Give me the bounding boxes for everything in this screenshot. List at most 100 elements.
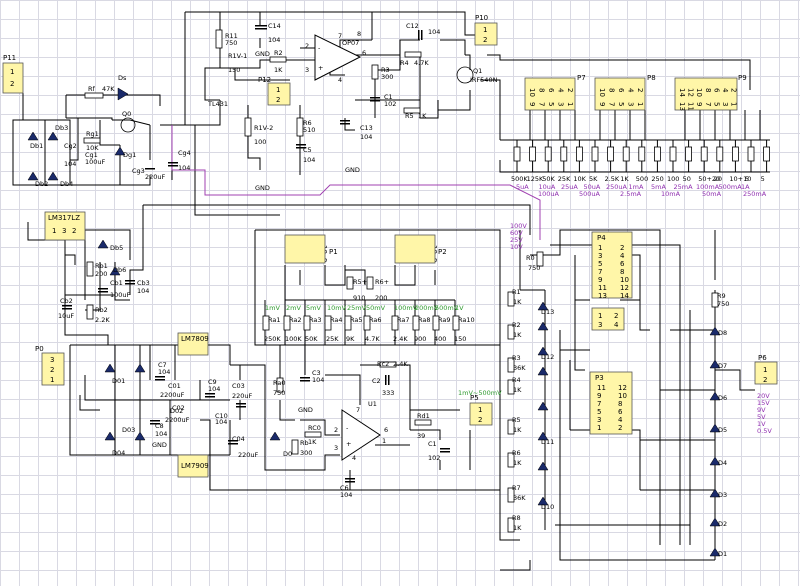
svg-text:C10: C10 bbox=[215, 412, 228, 420]
ra-range: 200mV bbox=[415, 304, 439, 312]
p4-pin: 2 bbox=[620, 244, 624, 252]
r-name: R7 bbox=[512, 484, 521, 492]
transistor-q0: Q0 bbox=[120, 110, 136, 133]
resistor-ra3 bbox=[303, 315, 311, 331]
svg-text:8: 8 bbox=[357, 30, 361, 38]
p3-pin: 8 bbox=[618, 400, 622, 408]
p-small-connector bbox=[591, 307, 625, 331]
led-ds bbox=[117, 87, 129, 101]
svg-text:C3: C3 bbox=[312, 369, 321, 377]
svg-text:Dg1: Dg1 bbox=[123, 151, 136, 159]
svg-text:2: 2 bbox=[334, 426, 338, 434]
range-label: 1A bbox=[741, 183, 750, 191]
ra-value: 25K bbox=[326, 335, 339, 343]
p9-pin: 2 bbox=[730, 88, 738, 92]
p9-pin: 13 bbox=[678, 102, 686, 111]
diode-label: D2 bbox=[718, 520, 727, 528]
p7-pin: 5 bbox=[547, 102, 555, 106]
ladder-value: 250 bbox=[651, 175, 663, 183]
ra-value: 2.4K bbox=[393, 335, 408, 343]
diode-d12 bbox=[537, 346, 549, 356]
svg-text:47K: 47K bbox=[102, 85, 115, 93]
ladder-resistor bbox=[700, 146, 708, 162]
ra-value: 900 bbox=[414, 335, 426, 343]
ladder-value: 500K bbox=[511, 175, 528, 183]
svg-text:104: 104 bbox=[137, 287, 149, 295]
svg-text:C5: C5 bbox=[303, 146, 312, 154]
resistor-r2 bbox=[269, 56, 287, 63]
ladder-resistor bbox=[560, 146, 568, 162]
ladder-value: 5K bbox=[589, 175, 598, 183]
signal-trace bbox=[171, 125, 541, 240]
svg-text:104: 104 bbox=[428, 28, 440, 36]
voltage-label: 15V bbox=[757, 399, 770, 407]
svg-text:104: 104 bbox=[360, 133, 372, 141]
p9-pin: 6 bbox=[712, 88, 720, 93]
svg-text:Db4: Db4 bbox=[60, 180, 73, 188]
diode-chain bbox=[537, 401, 549, 411]
ladder-value: 10K bbox=[573, 175, 586, 183]
svg-text:C1: C1 bbox=[428, 440, 437, 448]
p4-pin: 3 bbox=[598, 252, 602, 260]
svg-text:R6: R6 bbox=[303, 119, 312, 127]
resistor-r2 bbox=[507, 324, 515, 340]
p8-pin: 1 bbox=[636, 102, 644, 106]
resistor-rb2 bbox=[86, 304, 94, 320]
ra-range: 5mV bbox=[306, 304, 321, 312]
ra-value: 100K bbox=[285, 335, 302, 343]
r-value: 36K bbox=[513, 364, 526, 372]
svg-text:39: 39 bbox=[417, 432, 425, 440]
ra-name: Ra3 bbox=[309, 316, 322, 324]
resistor-r4 bbox=[507, 379, 515, 395]
ladder-value: 50+20 bbox=[698, 175, 720, 183]
range-label: 250mA bbox=[743, 190, 767, 198]
svg-text:510: 510 bbox=[303, 126, 315, 134]
diode-label: D11 bbox=[541, 438, 554, 446]
diode-db4 bbox=[47, 171, 59, 181]
p7-pin: 8 bbox=[538, 88, 546, 92]
ladder-resistor bbox=[513, 146, 521, 162]
resistor-r9 bbox=[711, 292, 719, 308]
diode-d2 bbox=[709, 517, 721, 527]
svg-text:Cb1: Cb1 bbox=[110, 279, 123, 287]
resistor-ra8 bbox=[412, 315, 420, 331]
svg-text:3: 3 bbox=[305, 66, 309, 74]
p7-pin: 10 bbox=[528, 88, 536, 97]
resistor-rc0 bbox=[304, 431, 322, 438]
diode-chain bbox=[537, 366, 549, 376]
resistor-ra9 bbox=[432, 315, 440, 331]
p4-pin: 9 bbox=[598, 276, 602, 284]
ladder-resistor bbox=[685, 146, 692, 162]
svg-text:Cb3: Cb3 bbox=[137, 279, 150, 287]
p8-pin: 2 bbox=[636, 88, 644, 92]
op07-amp: OP07 2 3 6 4 7 8 - + bbox=[305, 30, 366, 84]
svg-text:C02: C02 bbox=[172, 404, 185, 412]
resistor-ra7 bbox=[391, 315, 399, 331]
r-name: R8 bbox=[512, 514, 521, 522]
p9-pin: 9 bbox=[695, 102, 703, 106]
svg-text:2: 2 bbox=[483, 36, 487, 44]
ra-range: 500mV bbox=[435, 304, 459, 312]
svg-text:1K: 1K bbox=[418, 112, 427, 120]
svg-text:750: 750 bbox=[717, 300, 729, 308]
p7-pin: 9 bbox=[528, 102, 536, 106]
diode-label: D10 bbox=[541, 503, 554, 511]
svg-text:LM7909: LM7909 bbox=[181, 462, 209, 470]
p3-pin: 10 bbox=[618, 392, 627, 400]
ra-name: Ra9 bbox=[438, 316, 451, 324]
svg-text:D02: D02 bbox=[170, 407, 183, 415]
p4-pin: 1 bbox=[598, 244, 602, 252]
svg-text:104: 104 bbox=[215, 418, 227, 426]
mosfet-q1: Q1 IRF540N bbox=[456, 66, 498, 84]
p8-pin: 8 bbox=[608, 88, 616, 92]
top-mid-components: R11 750 C14 104 GND R1V-1 150 R2 1K TL43… bbox=[207, 22, 440, 192]
resistor-r6 bbox=[507, 452, 515, 468]
p9-pin: 4 bbox=[721, 88, 729, 93]
r5p-r6p: R5+ 910 R6+ 200 bbox=[346, 276, 389, 302]
diode-label: D7 bbox=[718, 362, 727, 370]
diode-chain bbox=[537, 321, 549, 331]
resistor-rf bbox=[84, 92, 104, 99]
diode-chain bbox=[537, 461, 549, 471]
